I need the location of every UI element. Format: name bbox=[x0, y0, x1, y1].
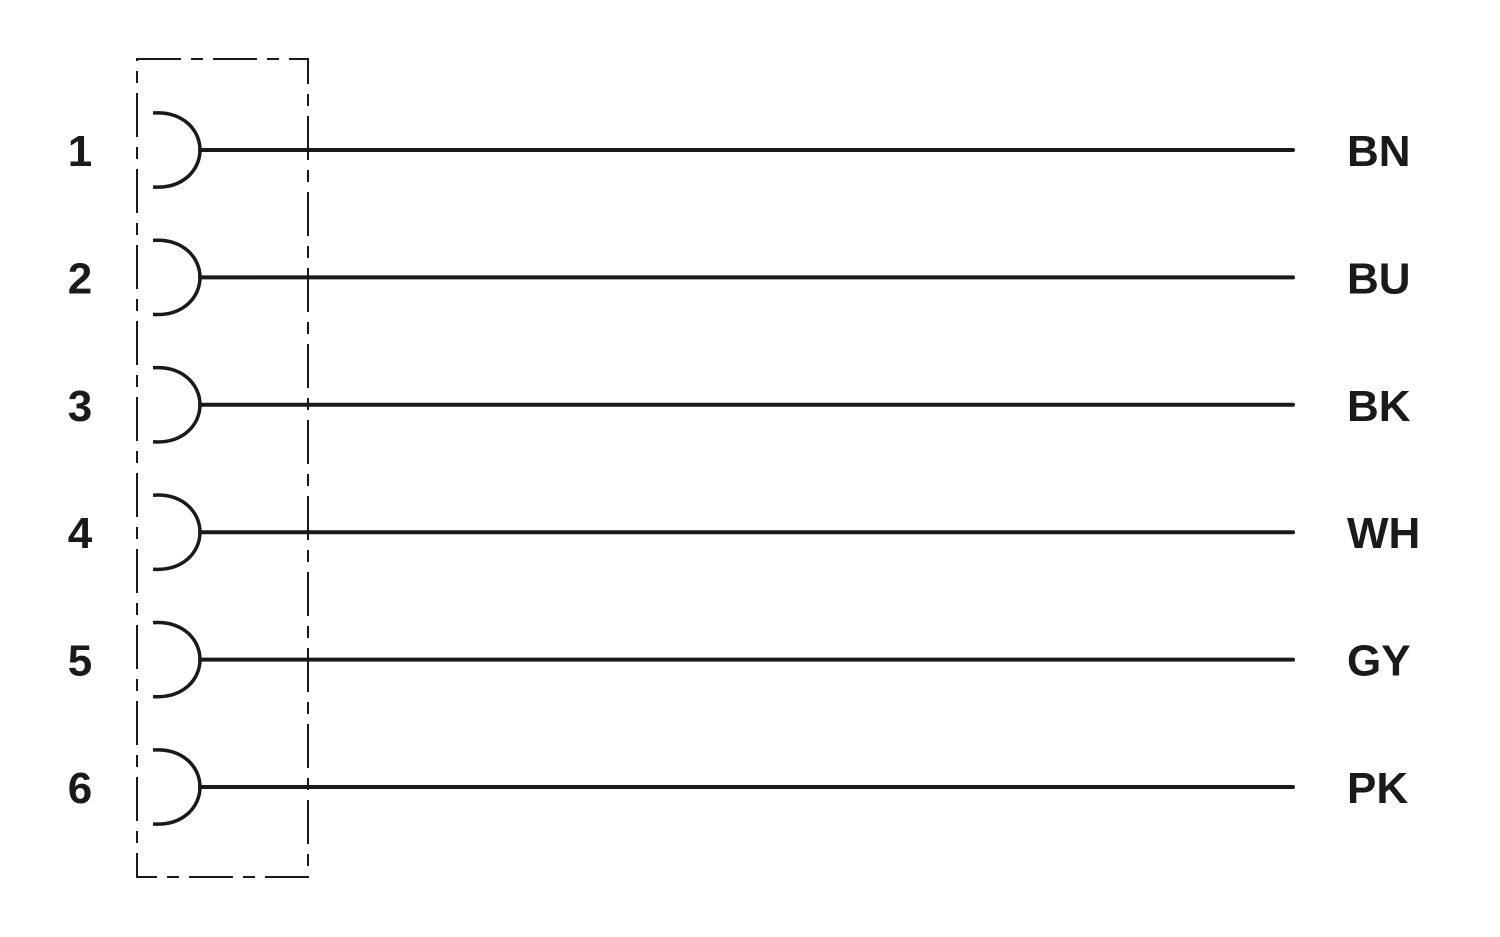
pin-number-label: 2 bbox=[68, 254, 92, 303]
pin-number-label: 5 bbox=[68, 637, 92, 686]
socket-contact-icon bbox=[152, 748, 202, 826]
pin-row: 5 GY bbox=[68, 620, 1411, 699]
socket-contact-icon bbox=[152, 620, 202, 699]
pin-row: 3 BK bbox=[68, 366, 1411, 444]
pin-number-label: 1 bbox=[68, 127, 92, 176]
pin-number-label: 6 bbox=[68, 764, 92, 813]
wire-color-label: BK bbox=[1347, 382, 1411, 431]
pin-row: 2 BU bbox=[68, 238, 1411, 317]
socket-contact-icon bbox=[152, 493, 202, 571]
connector-housing-outline bbox=[136, 58, 309, 878]
pins-layer: 1 BN 2 BU 3 BK 4 WH 5 GY 6 PK bbox=[68, 111, 1420, 826]
socket-contact-icon bbox=[152, 111, 202, 189]
wire-color-label: PK bbox=[1347, 764, 1408, 813]
wire-color-label: GY bbox=[1347, 637, 1411, 686]
socket-contact-icon bbox=[152, 238, 202, 317]
pin-row: 4 WH bbox=[68, 493, 1420, 571]
socket-contact-icon bbox=[152, 366, 202, 444]
pin-row: 1 BN bbox=[68, 111, 1411, 189]
wire-color-label: WH bbox=[1347, 509, 1420, 558]
wire-color-label: BU bbox=[1347, 254, 1411, 303]
pin-number-label: 4 bbox=[68, 509, 93, 558]
pin-row: 6 PK bbox=[68, 748, 1408, 826]
pin-number-label: 3 bbox=[68, 382, 92, 431]
wire-color-label: BN bbox=[1347, 127, 1411, 176]
